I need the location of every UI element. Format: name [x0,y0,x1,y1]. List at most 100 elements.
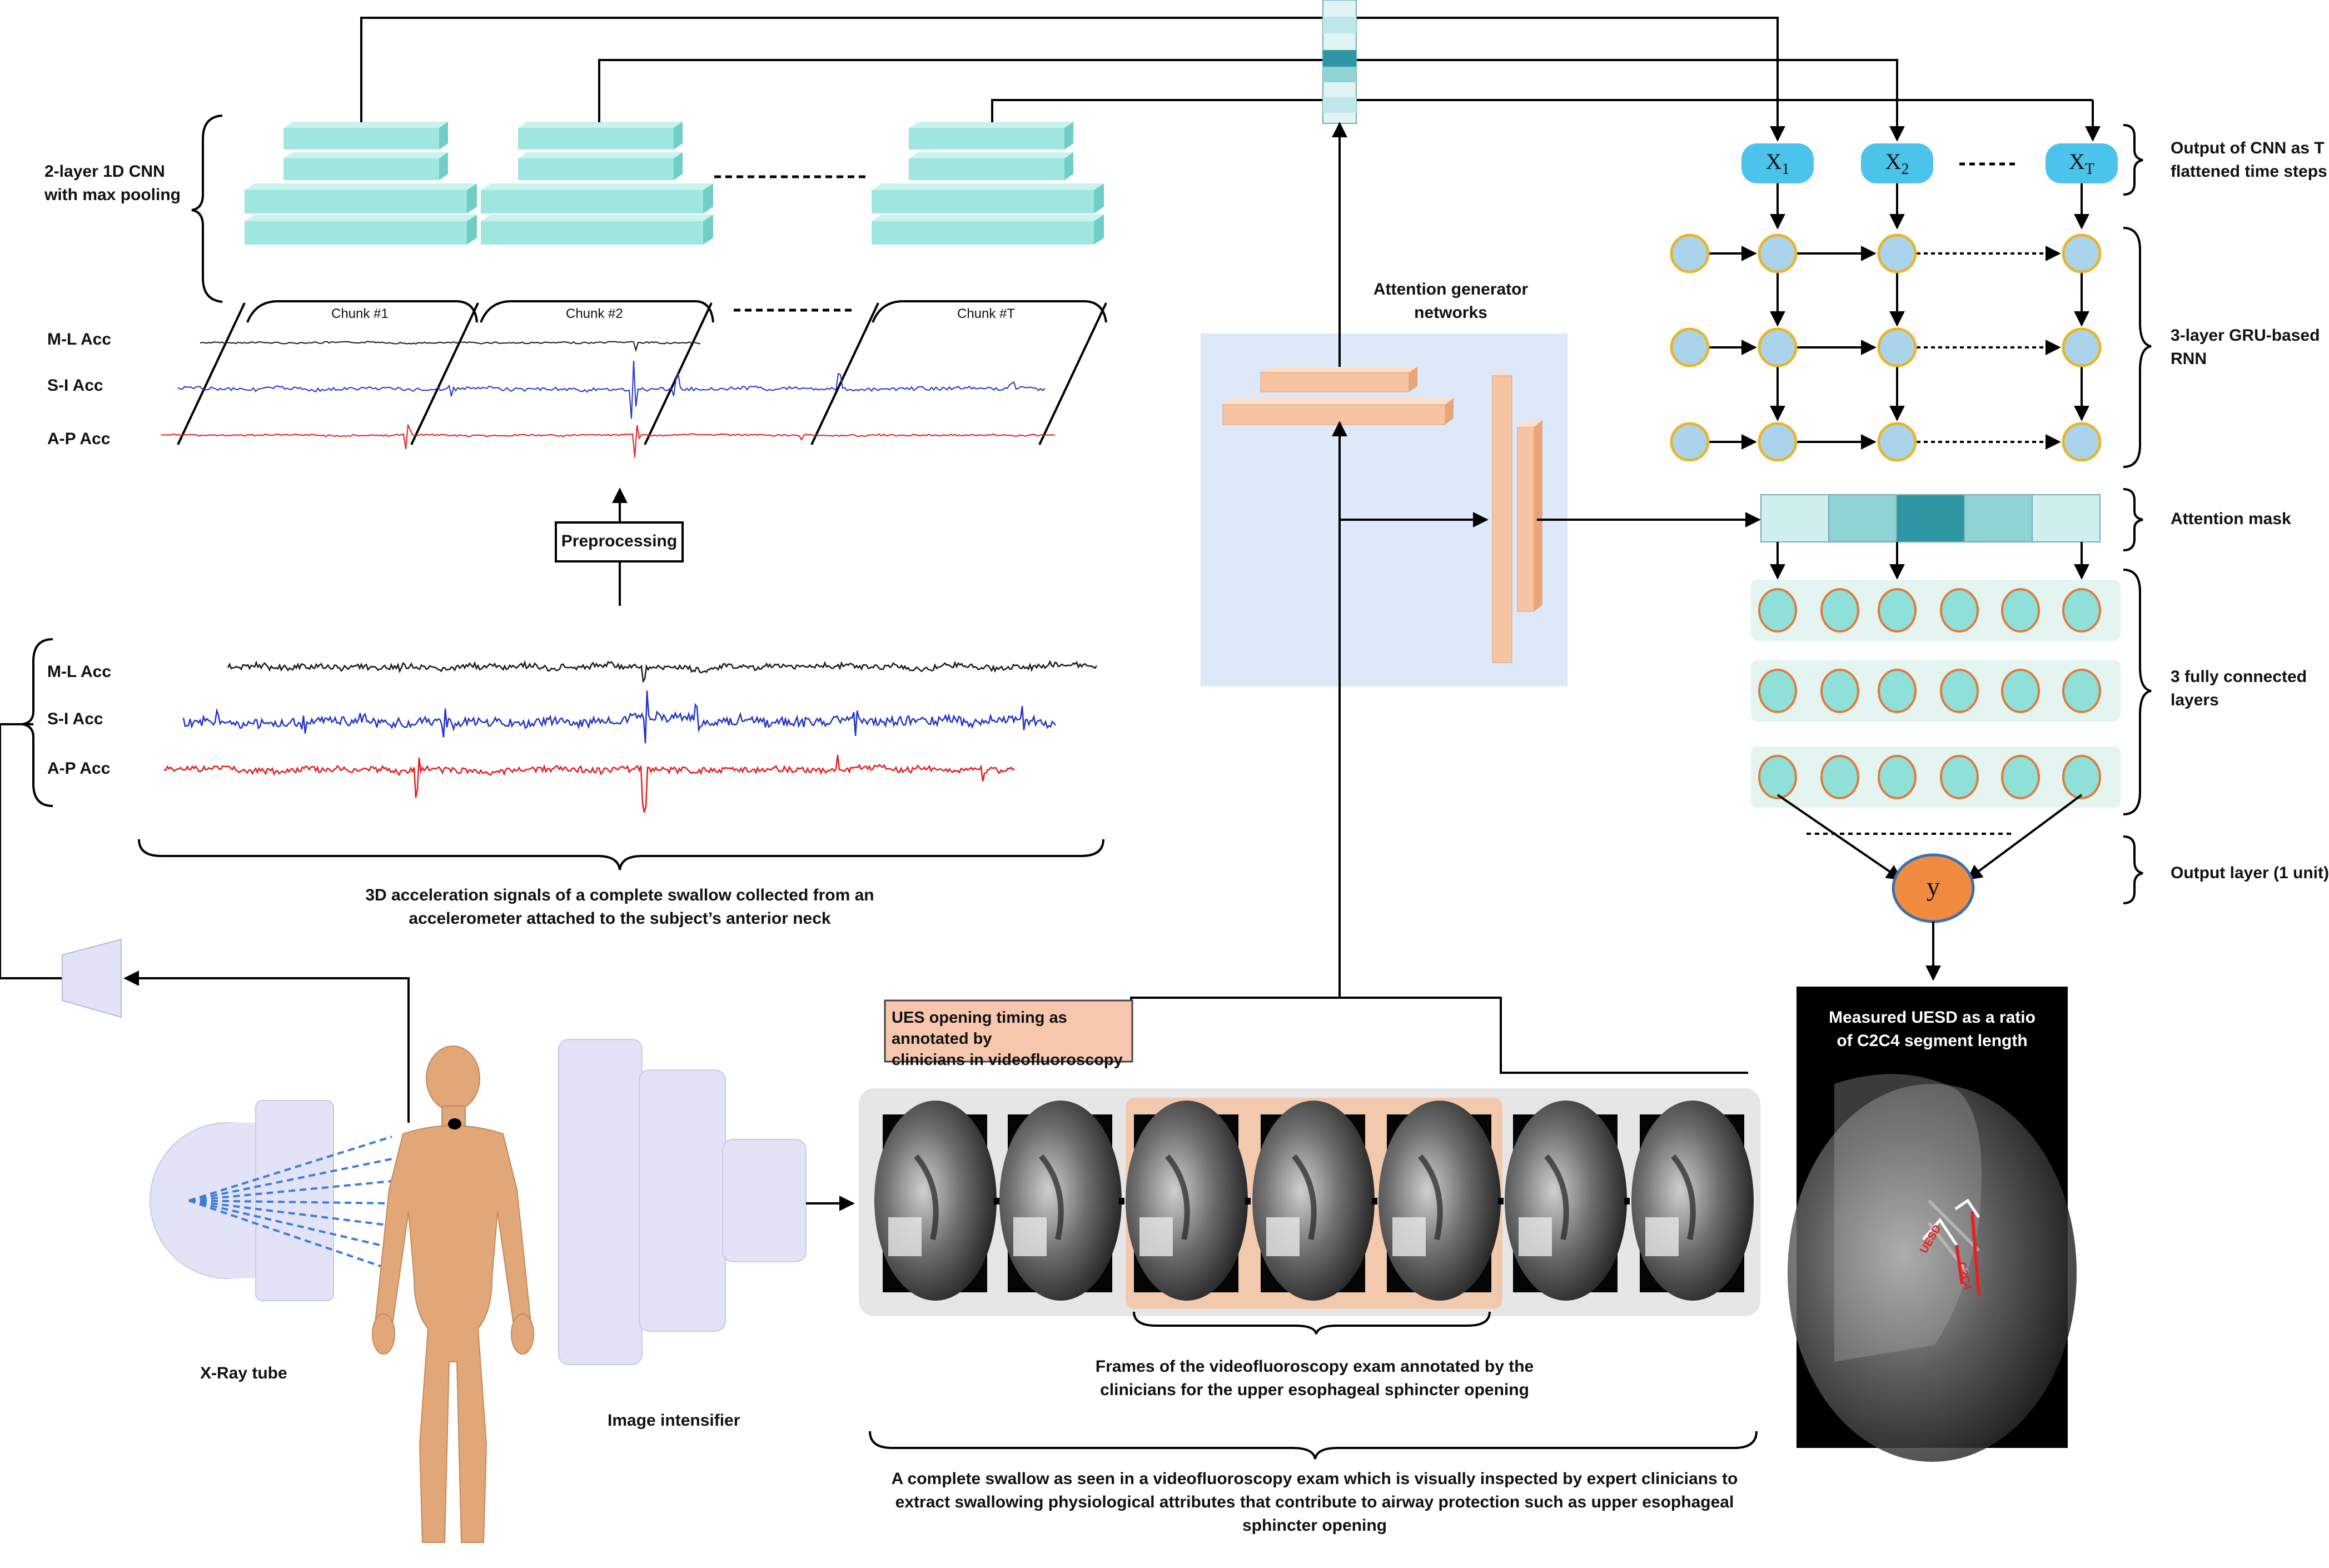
result-title-line1: Measured UESD as a ratio [1829,1008,2036,1027]
cnn-brace [191,115,223,303]
image-intensifier-label: Image intensifier [608,1411,740,1430]
swallow-brace [869,1431,1758,1460]
fc-node [1940,755,1979,799]
video-frame [1252,1101,1375,1301]
video-frame [999,1101,1122,1301]
swallow-caption-line1: A complete swallow as seen in a videoflu… [891,1470,1738,1488]
xray-tube-label: X-Ray tube [200,1364,287,1382]
fc-node [2001,669,2040,713]
raw-signal-caption: 3D acceleration signals of a complete sw… [334,884,906,930]
chunk-signal-ap [161,424,1056,458]
ues-timing-box [884,999,1133,1063]
attention-generator-label: Attention generator networks [1345,278,1556,325]
human-body [372,1046,534,1543]
cnn-stack-2 [481,122,713,245]
cnn-label-line1: 2-layer 1D CNN [44,162,165,181]
xt-subscript: T [2084,161,2094,178]
raw-signal-si [182,690,1056,744]
ues-timing-text: UES opening timing as annotated by clini… [892,1007,1131,1071]
chunk-signal-ml [200,341,701,352]
chunk-signal-si [177,361,1046,419]
raw-si-label: S-I Acc [47,710,103,728]
fc-node [1940,669,1979,713]
cnn-output-label: Output of CNN as T flattened time steps [2171,137,2327,183]
fc-node [1878,669,1917,713]
swallow-caption-line3: sphincter opening [1242,1516,1387,1535]
fc-node [1878,588,1917,633]
xt-letter: X [2069,149,2085,174]
fc-node [1820,755,1859,799]
fc-node [1878,755,1917,799]
cnn-output-connectors [360,17,2093,122]
video-frame [874,1101,997,1301]
cnn-output-line1: Output of CNN as T [2171,139,2325,157]
x-nodes [1741,143,2118,183]
attention-layers [1222,367,1542,663]
right-braces [2123,124,2152,904]
video-frame [1631,1101,1754,1301]
chunk-1-label: Chunk #1 [331,306,389,321]
cnn-stack-t [872,122,1104,245]
signal-to-device-line [0,723,62,979]
fc-node [1758,669,1797,713]
fc-node [1820,669,1859,713]
fc-label-line1: 3 fully connected [2171,668,2307,686]
gru-node [1758,233,1798,273]
result-title-line2: of C2C4 segment length [1837,1032,2028,1050]
raw-signal-bottom-brace [138,839,1104,870]
ues-box-line1: UES opening timing as annotated by [892,1009,1067,1048]
fc-node [2062,755,2101,799]
video-frames [874,1101,1754,1301]
attention-generator-line1: Attention generator [1373,280,1529,298]
raw-ap-label: A-P Acc [47,759,111,778]
frames-brace [1133,1311,1491,1335]
x2-letter: X [1885,149,1902,174]
frames-caption-line2: clinicians for the upper esophageal sphi… [1100,1381,1529,1399]
attention-mask [1760,494,2101,542]
image-intensifier [558,1039,807,1365]
cnn-label: 2-layer 1D CNN with max pooling [44,160,181,207]
gru-label: 3-layer GRU-based RNN [2171,324,2320,371]
chunk-si-label: S-I Acc [47,376,103,395]
gru-node [2062,233,2102,273]
result-panel-title: Measured UESD as a ratio of C2C4 segment… [1796,1006,2068,1053]
x1-letter: X [1765,149,1782,174]
gru-label-line1: 3-layer GRU-based [2171,326,2320,345]
ues-box-line2: clinicians in videofluoroscopy [892,1051,1123,1069]
output-node-label: y [1927,872,1940,902]
raw-signal-ap [163,755,1015,813]
gru-label-line2: RNN [2171,350,2207,368]
gru-node [1758,422,1798,462]
preprocessing-box [555,521,684,563]
raw-signal-ml [227,660,1097,684]
fc-node [1758,755,1797,799]
swallow-caption: A complete swallow as seen in a videoflu… [842,1467,1787,1537]
fc-node [1820,588,1859,633]
gru-node [1877,327,1917,367]
gru-node [2062,327,2102,367]
attention-mask-label: Attention mask [2171,510,2291,528]
chunk-t-label: Chunk #T [957,306,1016,321]
xt-node-label: XT [2046,150,2118,181]
neck-to-device-arrow [123,970,410,1123]
video-frame [1126,1101,1248,1301]
chunk-braces [246,300,1107,323]
video-frame [1379,1101,1501,1301]
flattened-vector [1322,0,1357,124]
xray-tube [150,1100,392,1301]
gru-node [1877,422,1917,462]
x1-subscript: 1 [1781,161,1790,178]
gru-node [1670,327,1710,367]
fc-node [2062,669,2101,713]
gru-node [1670,422,1710,462]
output-layer-label: Output layer (1 unit) [2171,864,2329,882]
fc-node [1940,588,1979,633]
raw-caption-line2: accelerometer attached to the subject’s … [409,909,831,928]
x2-node-label: X2 [1861,150,1933,181]
attention-generator-line2: networks [1414,303,1487,322]
x2-subscript: 2 [1901,161,1909,178]
fc-label-line2: layers [2171,691,2219,709]
gru-node [1758,327,1798,367]
cnn-stack-1 [245,122,477,245]
